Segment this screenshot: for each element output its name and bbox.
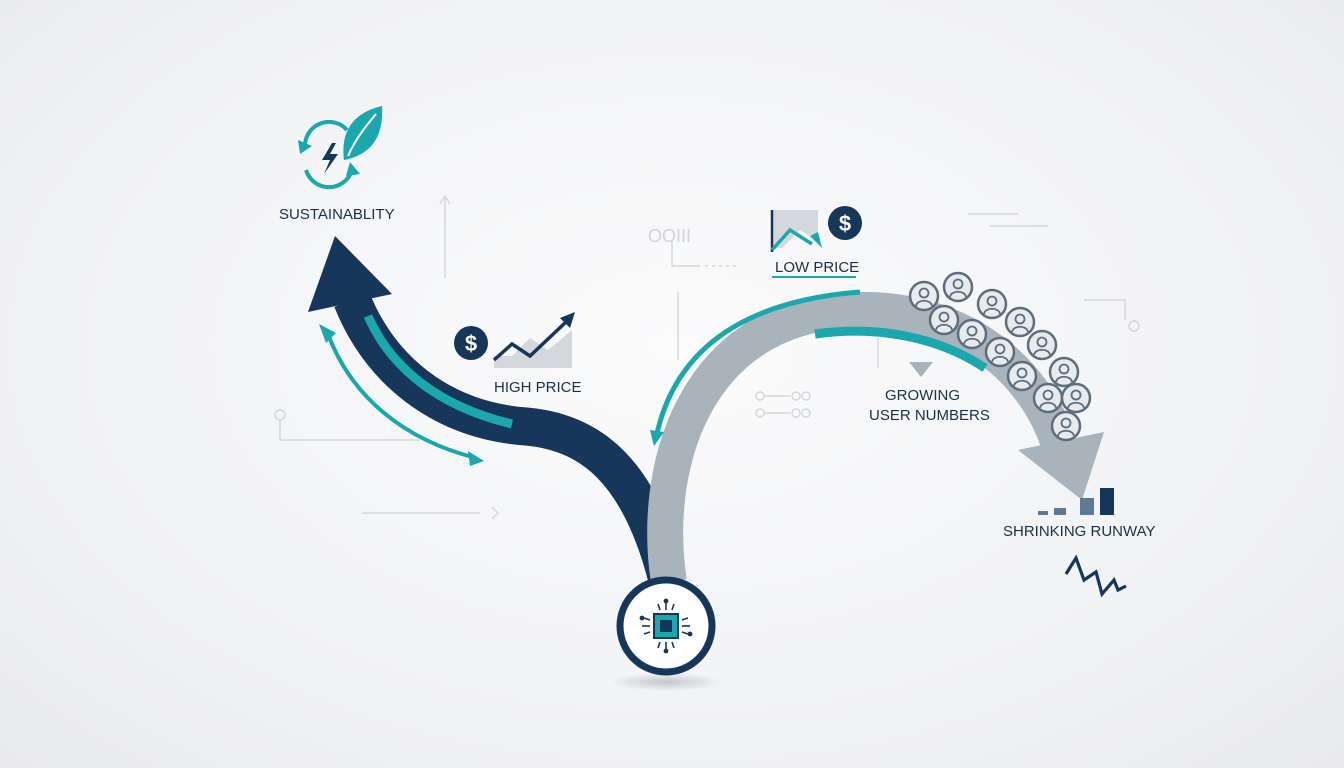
user-avatar-icon <box>1006 360 1038 392</box>
leaf-energy-cycle-icon <box>298 106 383 190</box>
high-price-arrow <box>308 236 687 587</box>
growing-label-line2: USER NUMBERS <box>869 407 990 424</box>
zigzag-decline-icon <box>1064 554 1127 598</box>
user-avatar-icon <box>1060 382 1092 414</box>
growing-user-numbers-group <box>908 271 1092 442</box>
dollar-rising-chart-icon: $ <box>454 312 575 368</box>
user-avatar-icon <box>1032 382 1064 414</box>
svg-text:$: $ <box>839 211 851 236</box>
shrinking-runway-label: SHRINKING RUNWAY <box>1003 523 1156 540</box>
user-avatar-icon <box>1004 306 1036 338</box>
user-avatar-icon <box>956 318 988 350</box>
user-avatar-icon <box>1048 356 1080 388</box>
background-decorations: OOIII <box>274 194 1140 520</box>
down-triangle-icon <box>909 362 933 377</box>
user-avatar-icon <box>1026 329 1058 361</box>
high-price-label: HIGH PRICE <box>494 379 582 396</box>
dollar-falling-chart-icon: $ <box>770 206 862 252</box>
bar-chart-icon <box>1038 488 1114 515</box>
growing-label-line1: GROWING <box>885 387 960 404</box>
processor-chip-icon <box>639 598 693 654</box>
svg-text:$: $ <box>465 331 477 356</box>
user-avatar-icon <box>1050 410 1082 442</box>
user-avatar-icon <box>976 288 1008 320</box>
user-avatar-icon <box>942 271 974 303</box>
user-avatar-icon <box>908 280 940 312</box>
sustainability-label: SUSTAINABLITY <box>279 206 395 223</box>
user-avatar-icon <box>928 304 960 336</box>
svg-text:OOIII: OOIII <box>648 226 691 246</box>
user-avatar-icon <box>984 336 1016 368</box>
low-price-label: LOW PRICE <box>775 259 859 276</box>
